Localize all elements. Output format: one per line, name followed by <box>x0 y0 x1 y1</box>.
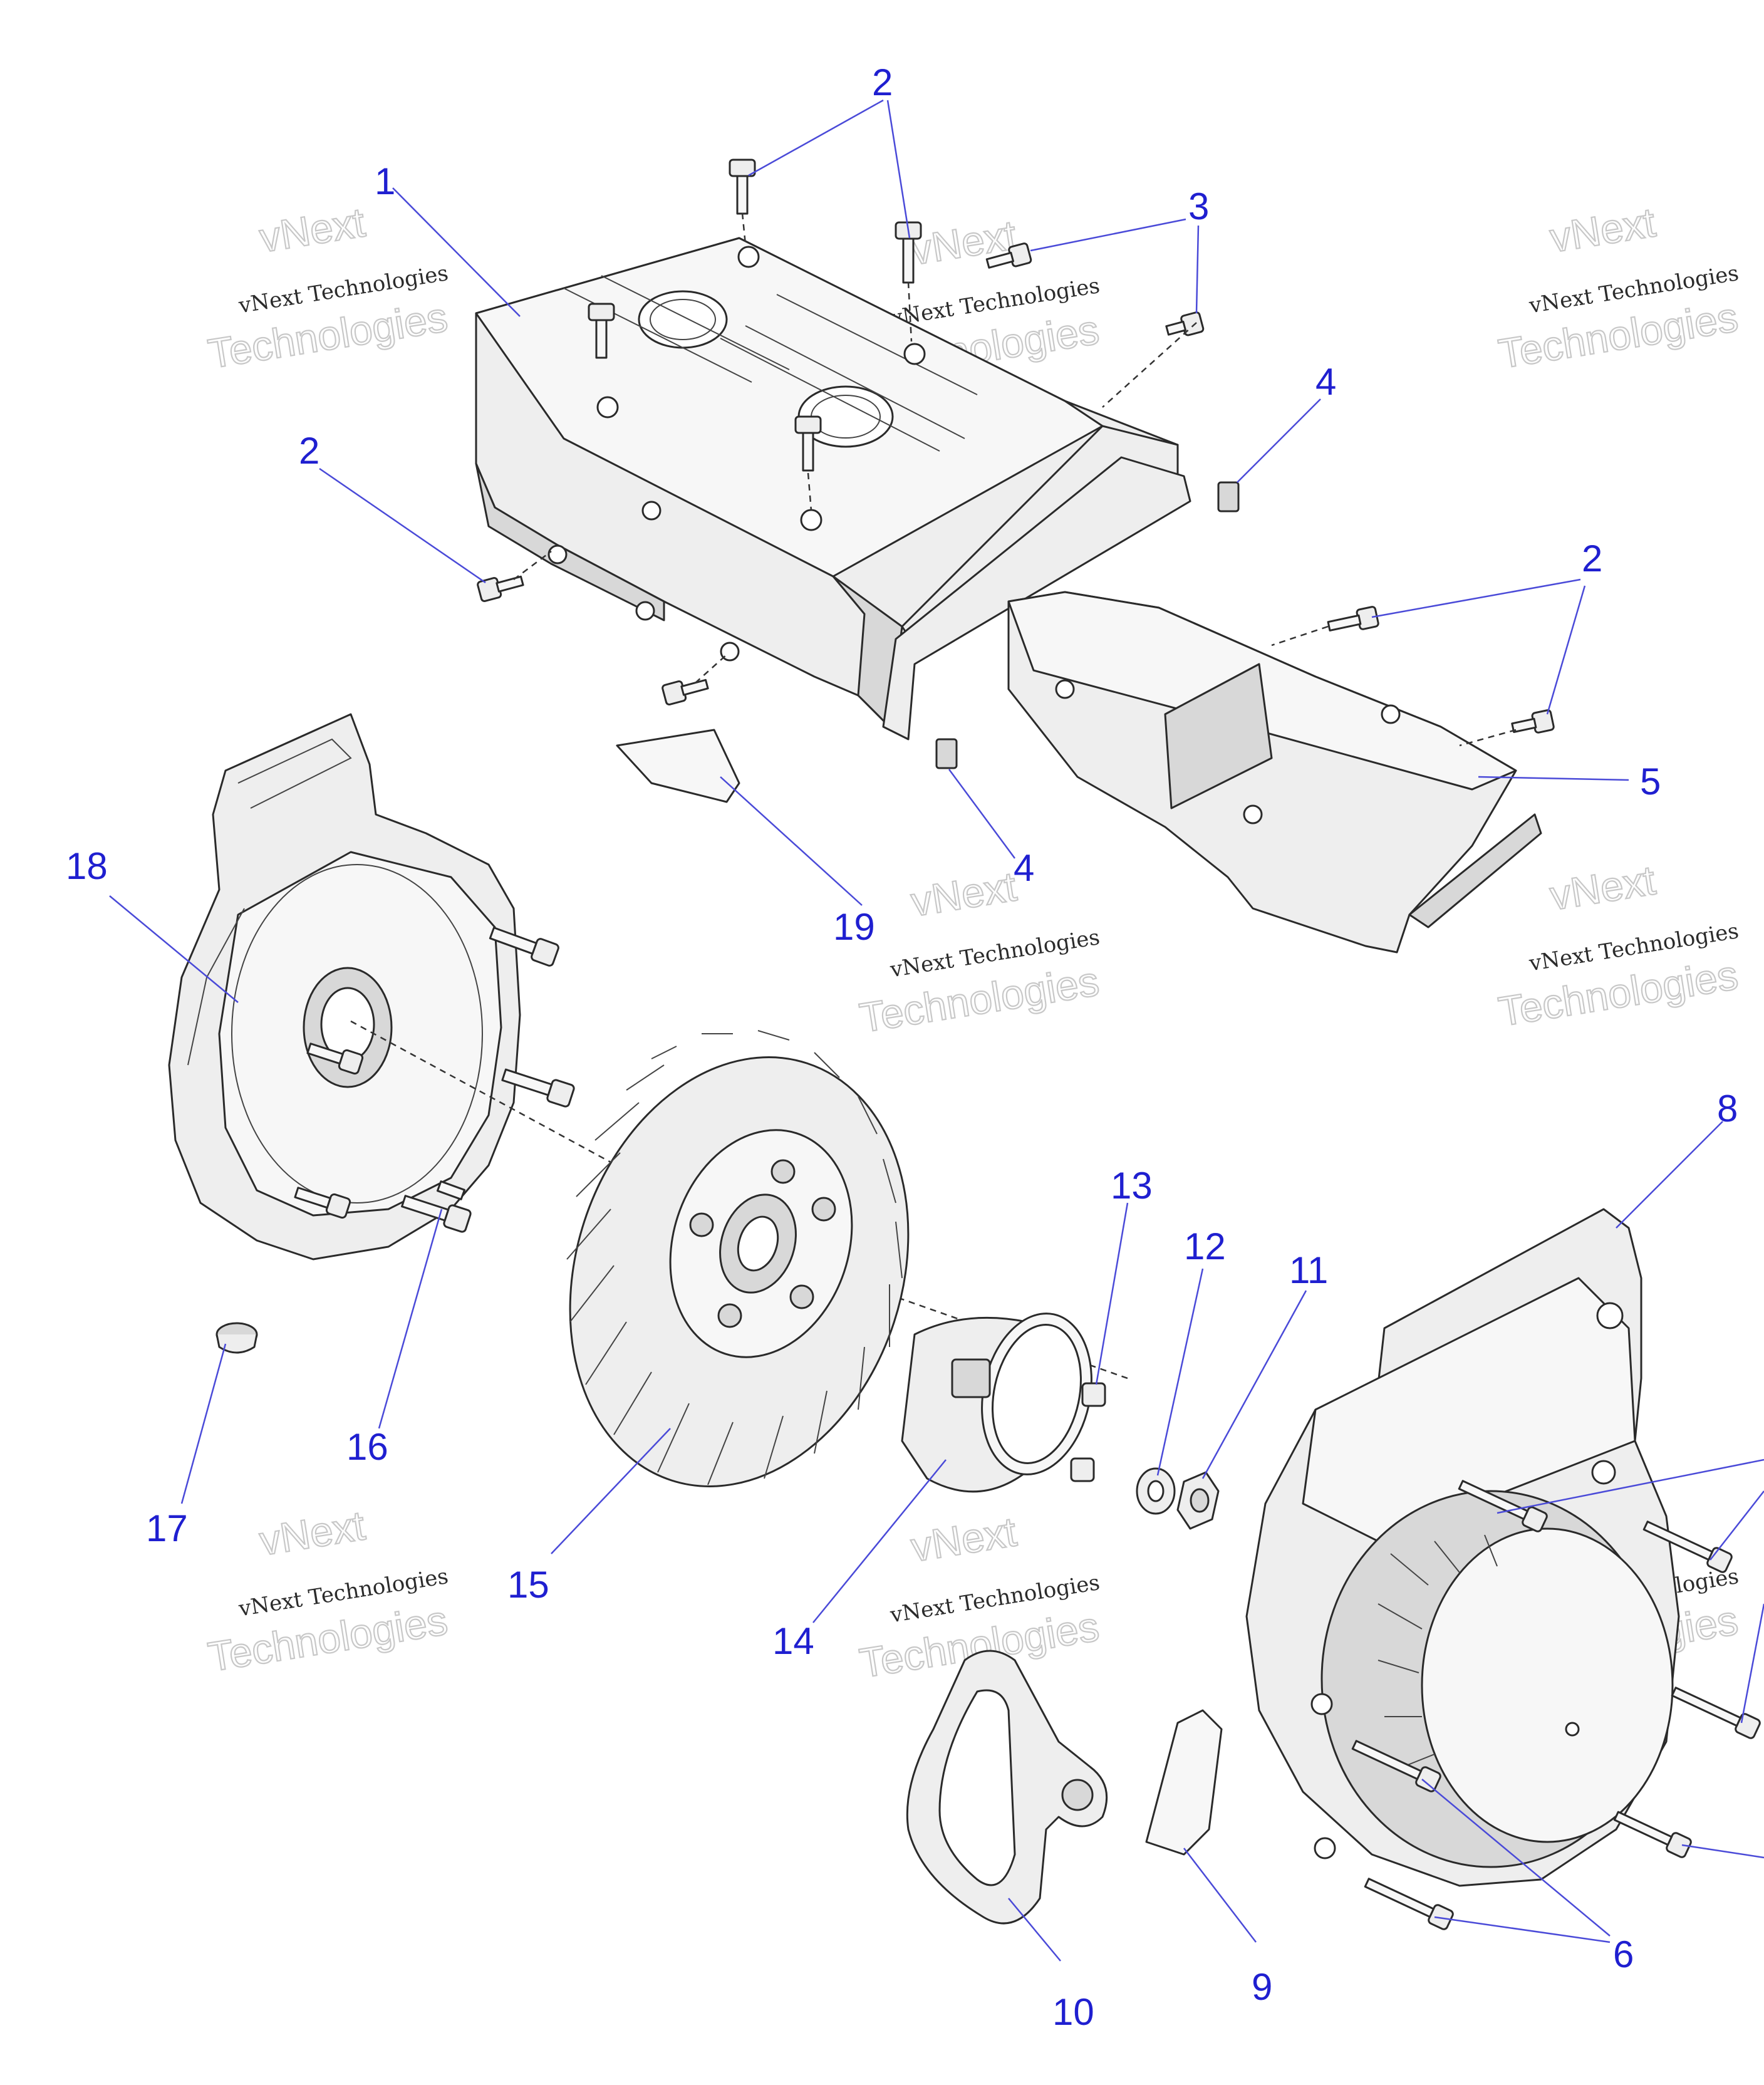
callout-18: 18 <box>66 845 108 887</box>
starter-cup <box>901 1313 1092 1493</box>
callout-labels: 1 2 2 2 3 4 4 5 6 8 9 10 11 12 13 14 15 … <box>66 61 1738 2033</box>
back-plate <box>168 713 521 1261</box>
handle-insert <box>1145 1709 1223 1856</box>
callout-5: 5 <box>1640 761 1661 803</box>
back-plate-bolts <box>294 927 575 1233</box>
nut-13 <box>1081 1382 1106 1407</box>
watermark-vnext: vNext <box>1547 199 1658 261</box>
recoil-housing <box>1245 1208 1680 1887</box>
callout-16: 16 <box>346 1426 388 1468</box>
callout-17: 17 <box>146 1507 188 1549</box>
callout-4-lower: 4 <box>1014 847 1034 889</box>
stud-16 <box>436 1180 466 1200</box>
nut-extra <box>1070 1457 1095 1482</box>
callout-3: 3 <box>1188 185 1209 227</box>
callout-1: 1 <box>375 160 395 202</box>
cooling-fan <box>566 1030 910 1487</box>
watermark-vnext: vNext <box>256 199 368 261</box>
watermark-vnext: vNext <box>908 1508 1019 1570</box>
callout-8: 8 <box>1717 1088 1738 1130</box>
callout-12: 12 <box>1184 1225 1226 1267</box>
watermark-vnext: vNext <box>908 863 1019 925</box>
washer-12 <box>1136 1467 1176 1515</box>
callout-2-right: 2 <box>1582 538 1602 580</box>
air-duct <box>1007 591 1542 954</box>
watermark-vnext: vNext <box>1547 856 1658 918</box>
plug <box>215 1322 258 1354</box>
starter-handle <box>906 1650 1108 1925</box>
callout-2-top: 2 <box>872 61 893 103</box>
clip-upper <box>1217 481 1240 512</box>
watermark: vNext vNext Technologies Technologies <box>1495 198 1741 378</box>
clip-lower <box>935 738 958 769</box>
nut-11 <box>1176 1471 1220 1530</box>
callout-6: 6 <box>1613 1933 1634 1975</box>
housing-bolts <box>1351 1480 1761 1930</box>
top-shroud <box>475 237 1191 741</box>
callout-13: 13 <box>1111 1165 1153 1207</box>
watermark: vNext vNext Technologies Technologies <box>1495 856 1741 1036</box>
callout-14: 14 <box>772 1620 814 1662</box>
watermark: vNext vNext Technologies Technologies <box>856 862 1102 1042</box>
callout-15: 15 <box>507 1564 549 1606</box>
callout-2-left: 2 <box>299 430 319 472</box>
duct-bolts <box>1327 606 1555 734</box>
callout-4-upper: 4 <box>1315 361 1336 403</box>
callout-10: 10 <box>1052 1991 1094 2033</box>
watermark: vNext vNext Technologies Technologies <box>204 1501 451 1681</box>
callout-9: 9 <box>1252 1966 1272 2008</box>
watermark-vnext: vNext <box>256 1502 368 1564</box>
callout-19: 19 <box>833 906 875 948</box>
foam-pad <box>616 729 740 803</box>
leader-lines <box>109 99 1764 1962</box>
callout-11: 11 <box>1289 1249 1328 1291</box>
watermark: vNext vNext Technologies Technologies <box>204 198 451 378</box>
